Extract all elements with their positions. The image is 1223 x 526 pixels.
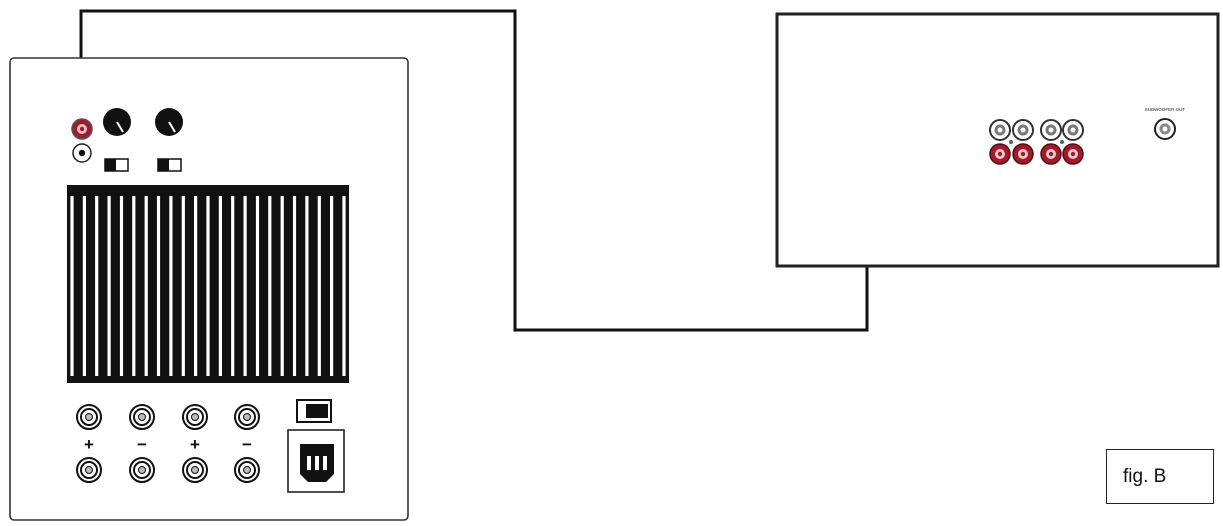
binding-post (182, 457, 208, 483)
heatsink-fin (144, 196, 148, 376)
figure-label: fig. B (1106, 449, 1214, 504)
mode-switch (157, 158, 182, 172)
rca-red-jack (1062, 143, 1084, 165)
heatsink-fin (206, 196, 210, 376)
heatsink-fin (169, 196, 173, 376)
rca-white-jack (989, 119, 1011, 141)
rca-white-jack (1040, 119, 1062, 141)
line-in-white-jack (72, 143, 92, 163)
subwoofer-out-jack (1154, 118, 1176, 140)
polarity-mark-2: − (137, 435, 147, 454)
binding-post (234, 404, 260, 430)
heatsink-fin (82, 196, 86, 376)
heatsink-fin (317, 196, 321, 376)
rca-white-jack (1062, 119, 1084, 141)
heatsink-fin (119, 196, 124, 376)
receiver-rca-jacks (989, 119, 1084, 165)
binding-post (76, 404, 102, 430)
level-knob (103, 108, 131, 136)
heatsink-fin (305, 196, 309, 376)
binding-post (129, 457, 155, 483)
rca-red-jack (1012, 143, 1034, 165)
rca-pair-marker (1060, 140, 1064, 144)
heatsink-fin (292, 196, 297, 376)
heatsink-fin (330, 196, 334, 376)
rca-red-jack (1040, 143, 1062, 165)
crossover-knob (155, 108, 183, 136)
heatsink-fin (218, 196, 222, 376)
subwoofer-out-label: SUBWOOFER OUT (1145, 107, 1186, 112)
speaker-terminals (76, 404, 260, 483)
heatsink-fin (255, 196, 260, 376)
heatsink-fin (231, 196, 235, 376)
phase-switch (104, 158, 129, 172)
power-inlet (287, 429, 345, 493)
figure-label-text: fig. B (1123, 465, 1167, 487)
line-in-red-jack (71, 118, 93, 140)
heatsink-fin (194, 196, 198, 376)
polarity-mark-1: + (84, 435, 94, 454)
heatsink-fin (243, 196, 247, 376)
polarity-mark-3: + (190, 435, 200, 454)
polarity-mark-4: − (242, 435, 252, 454)
binding-post (129, 404, 155, 430)
power-switch (296, 399, 332, 423)
heatsink-fin (132, 196, 136, 376)
heatsink-fin (107, 196, 111, 376)
binding-post (76, 457, 102, 483)
polarity-marks: + − + − (84, 435, 252, 454)
rca-red-jack (989, 143, 1011, 165)
connection-cable (79, 9, 869, 332)
heatsink-fin (156, 196, 161, 376)
heatsink-fin (70, 196, 74, 376)
heatsink-fin (268, 196, 272, 376)
binding-post (234, 457, 260, 483)
rca-white-jack (1012, 119, 1034, 141)
heatsink-fin (181, 196, 185, 376)
rca-pair-marker (1009, 140, 1013, 144)
heatsink-fin (95, 196, 99, 376)
binding-post (182, 404, 208, 430)
heatsink-fin (342, 196, 346, 376)
heatsink-fin (280, 196, 284, 376)
heatsink (67, 185, 349, 383)
